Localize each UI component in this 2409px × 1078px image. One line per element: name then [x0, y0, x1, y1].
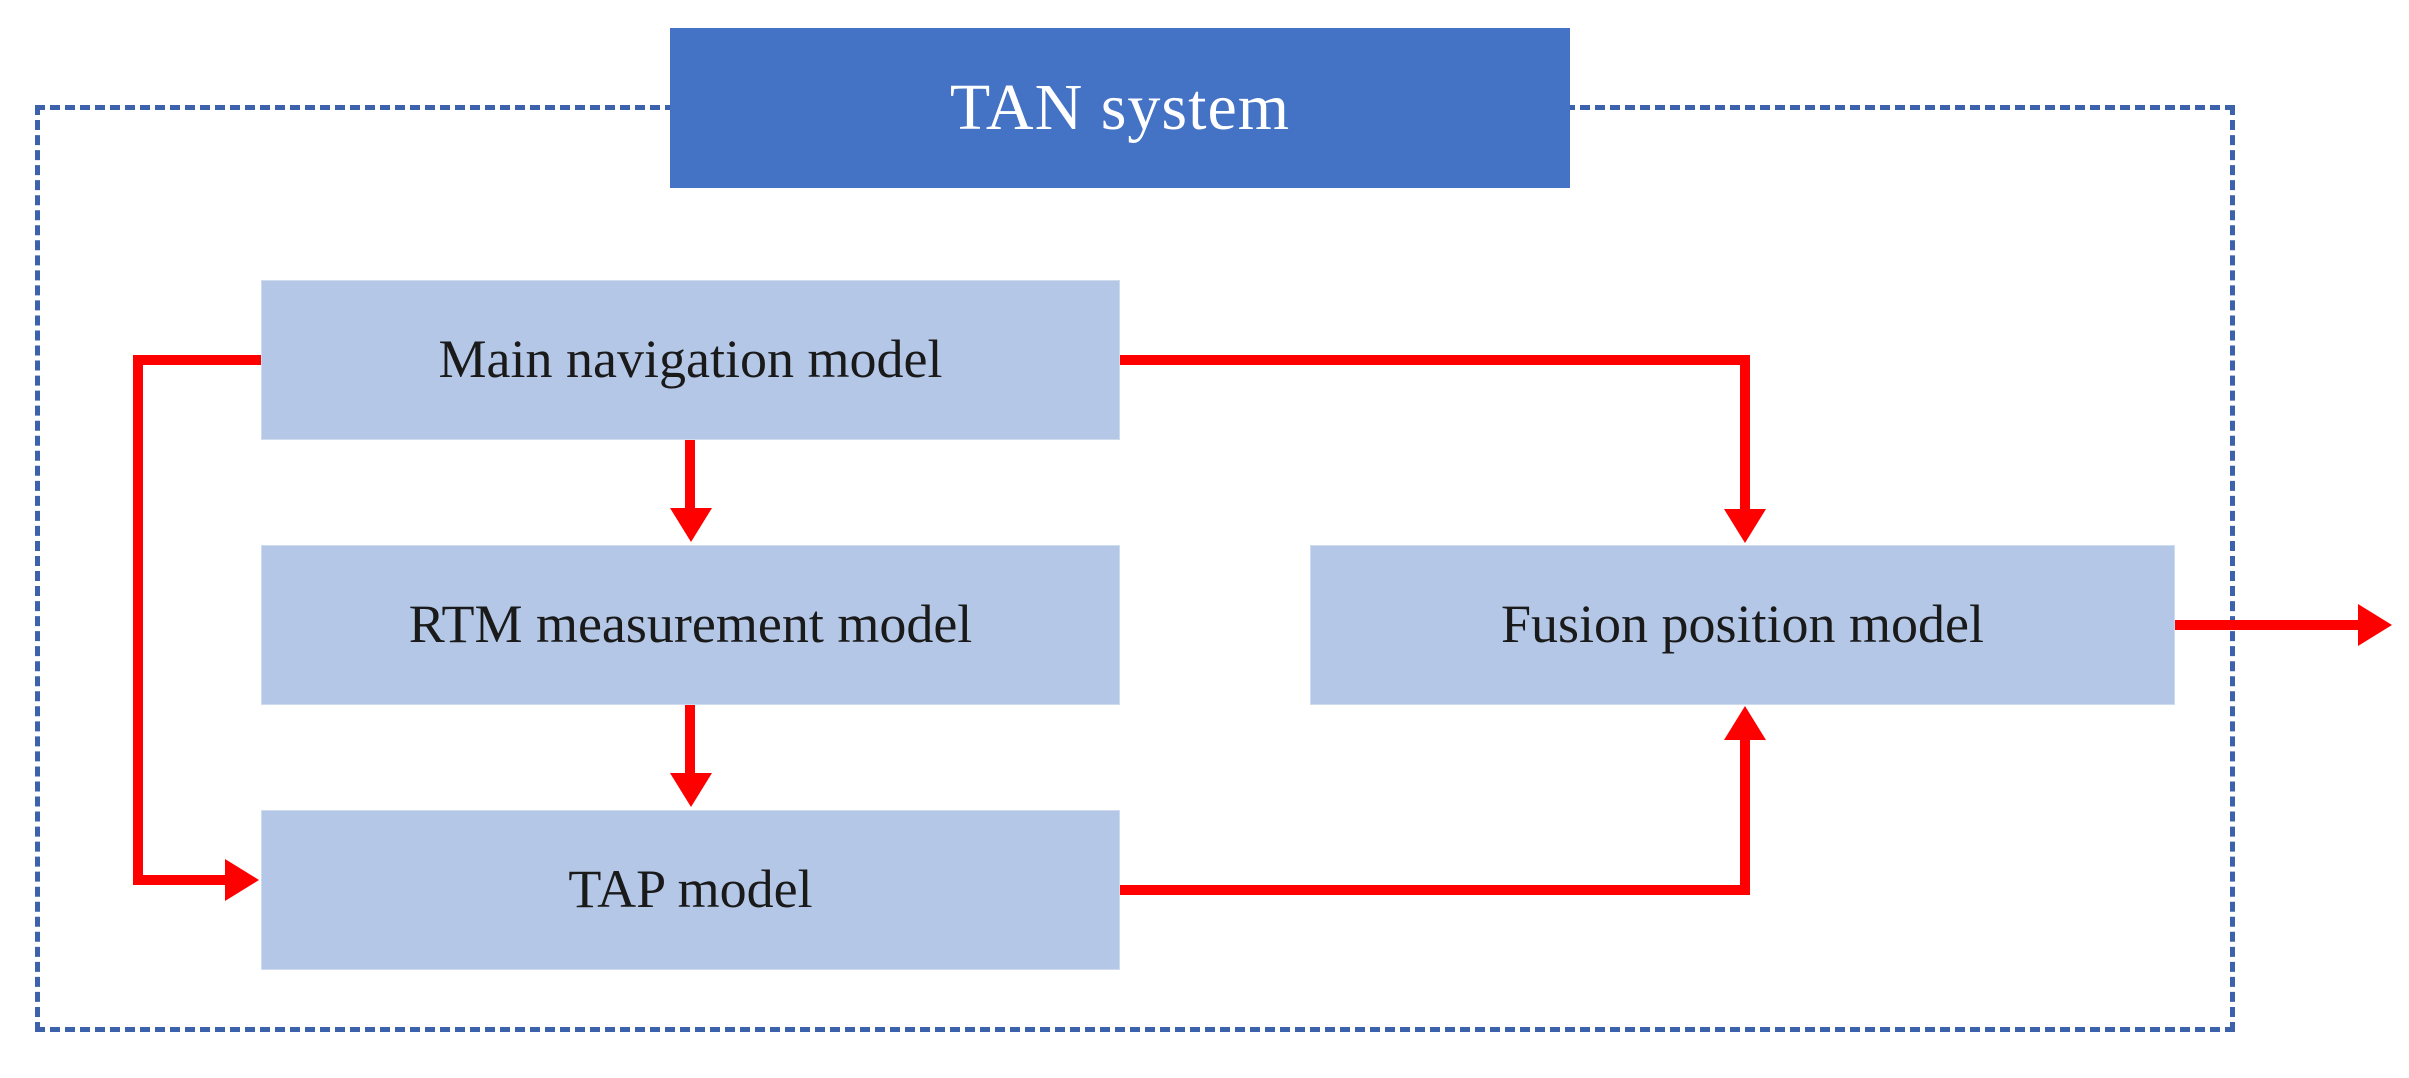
connector-tap-to-fusion-segment-horizontal — [1120, 885, 1750, 895]
system-title-banner: TAN system — [670, 28, 1570, 188]
arrowhead-up-icon — [1724, 706, 1766, 740]
connector-tap-to-fusion-segment-vertical — [1740, 740, 1750, 895]
block-fusion-position-model[interactable]: Fusion position model — [1310, 545, 2175, 705]
block-tap-model[interactable]: TAP model — [261, 810, 1120, 970]
block-main-navigation-model[interactable]: Main navigation model — [261, 280, 1120, 440]
arrowhead-down-icon — [670, 508, 712, 542]
connector-feedback-main-navigation-segment-bottom — [133, 875, 233, 885]
connector-main-navigation-to-rtm-measurement — [685, 440, 695, 512]
arrowhead-right-icon — [2358, 604, 2392, 646]
connector-rtm-measurement-to-tap — [685, 705, 695, 777]
connector-feedback-main-navigation-segment-top — [133, 355, 263, 365]
arrowhead-right-icon — [225, 859, 259, 901]
connector-feedback-main-navigation-segment-vertical — [133, 355, 143, 885]
arrowhead-down-icon — [670, 773, 712, 807]
block-rtm-measurement-model[interactable]: RTM measurement model — [261, 545, 1120, 705]
arrowhead-down-icon — [1724, 509, 1766, 543]
connector-main-navigation-to-fusion-segment-vertical — [1740, 355, 1750, 513]
connector-fusion-position-to-output — [2175, 620, 2365, 630]
connector-main-navigation-to-fusion-segment-horizontal — [1120, 355, 1750, 365]
